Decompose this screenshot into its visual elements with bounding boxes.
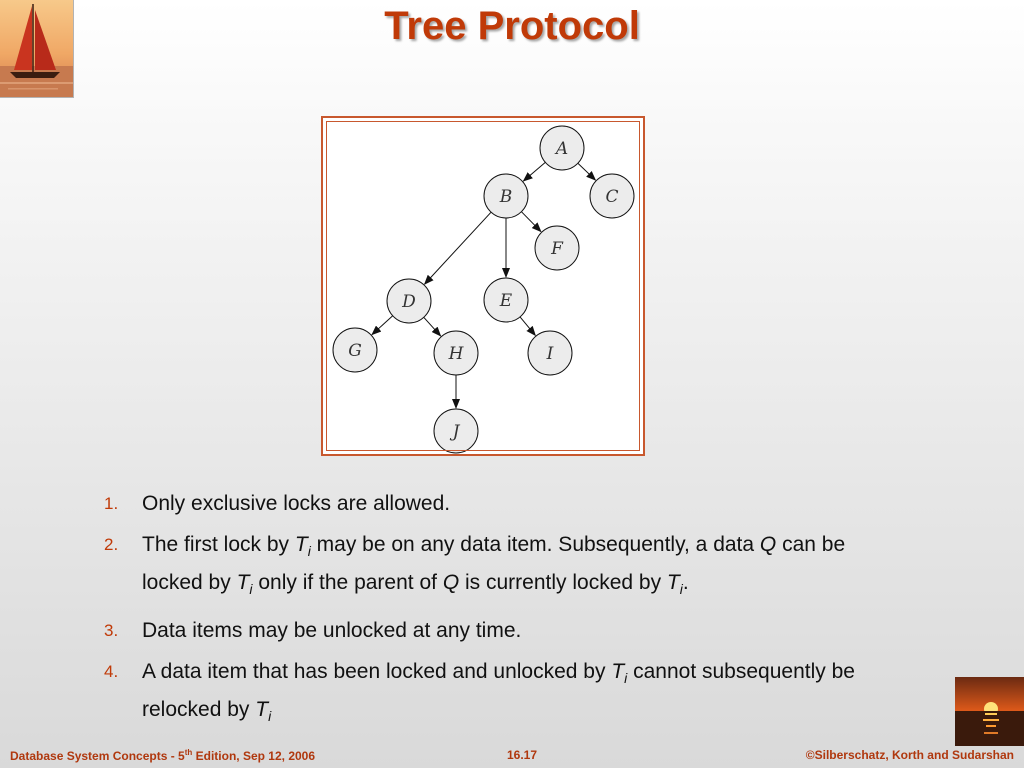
rule-text: cannot subsequently be relocked by [142,660,855,721]
tree-node-circle [433,408,479,454]
tree-node-label: D [401,292,416,312]
rule-variable: T [294,533,308,556]
rule-variable: T [236,571,250,594]
tree-node-label: E [499,291,513,311]
tree-node-a: A [539,125,585,171]
footer: Database System Concepts - 5th Edition, … [0,746,1024,768]
tree-node-circle [539,125,585,171]
rule-text: . [682,571,689,594]
rule-subscript: i [268,708,272,724]
footer-book-info: Database System Concepts - 5th Edition, … [10,748,316,763]
rule-variable: Q [759,533,777,556]
tree-node-e: E [483,277,529,323]
rule-variable: T [255,698,269,721]
rule-variable: Q [442,571,460,594]
sunset-logo-image [955,677,1024,746]
tree-node-circle [433,330,479,376]
tree-node-i: I [527,330,573,376]
rule-subscript: i [307,543,311,559]
tree-edge-d-g [371,315,394,336]
sailboat-logo-image [0,0,73,97]
tree-node-j: J [433,408,479,454]
rules-list: 1. Only exclusive locks are allowed. 2. The… [100,488,900,742]
tree-node-b: B [483,173,529,219]
tree-node-d: D [386,278,432,324]
tree-node-label: H [448,344,465,364]
footer-page-number: 16.17 [507,748,538,762]
footer-copyright: ©Silberschatz, Korth and Sudarshan [805,748,1014,762]
sailboat-logo [0,0,74,98]
rule-text: The first lock by [142,533,295,556]
rule-number: 4. [104,662,119,681]
tree-node-circle [534,225,580,271]
tree-node-label: G [348,341,362,361]
tree-node-h: H [433,330,479,376]
rule-text: Only exclusive locks are allowed. [142,492,451,515]
rule-subscript: i [249,581,253,597]
tree-node-c: C [589,173,635,219]
page-title: Tree Protocol [384,4,640,48]
rule-item: 3. Data items may be unlocked at any time… [100,615,900,646]
sunset-logo [955,677,1024,746]
tree-node-g: G [332,327,378,373]
tree-figure: A B C D E F G H I J [321,116,645,456]
rule-variable: T [611,660,625,683]
tree-edge-a-b [522,161,546,182]
rule-item: 4. A data item that has been locked and u… [100,656,900,732]
rule-item: 1. Only exclusive locks are allowed. [100,488,900,519]
rule-item: 2. The first lock by Ti may be on any dat… [100,529,900,605]
rule-text: only if the parent of [252,571,443,594]
tree-node-label: I [546,344,554,364]
tree-node-circle [589,173,635,219]
tree-edge-a-c [577,162,597,181]
rule-variable: T [666,571,680,594]
tree-node-circle [527,330,573,376]
tree-diagram: A B C D E F G H I J [332,125,635,454]
rule-number: 2. [104,535,119,554]
tree-node-label: A [554,139,568,159]
tree-node-circle [386,278,432,324]
rule-text: may be on any data item. Subsequently, a… [310,533,760,556]
tree-node-circle [483,277,529,323]
tree-node-label: J [450,422,461,442]
rule-subscript: i [624,670,628,686]
tree-node-label: B [499,187,513,207]
rule-text: A data item that has been locked and unl… [142,660,612,683]
rule-subscript: i [679,581,683,597]
rule-number: 1. [104,494,119,513]
tree-node-label: F [550,239,564,259]
rule-number: 3. [104,621,119,640]
tree-edge-e-i [519,316,536,337]
rule-text: is currently locked by [459,571,667,594]
tree-edge-d-h [423,316,442,337]
tree-node-label: C [605,187,618,207]
tree-node-f: F [534,225,580,271]
tree-edge-b-f [521,211,542,233]
rule-text: can be locked by [142,533,846,594]
tree-node-circle [483,173,529,219]
tree-node-circle [332,327,378,373]
rule-text: Data items may be unlocked at any time. [142,619,522,642]
tree-edge-b-d [423,211,492,285]
